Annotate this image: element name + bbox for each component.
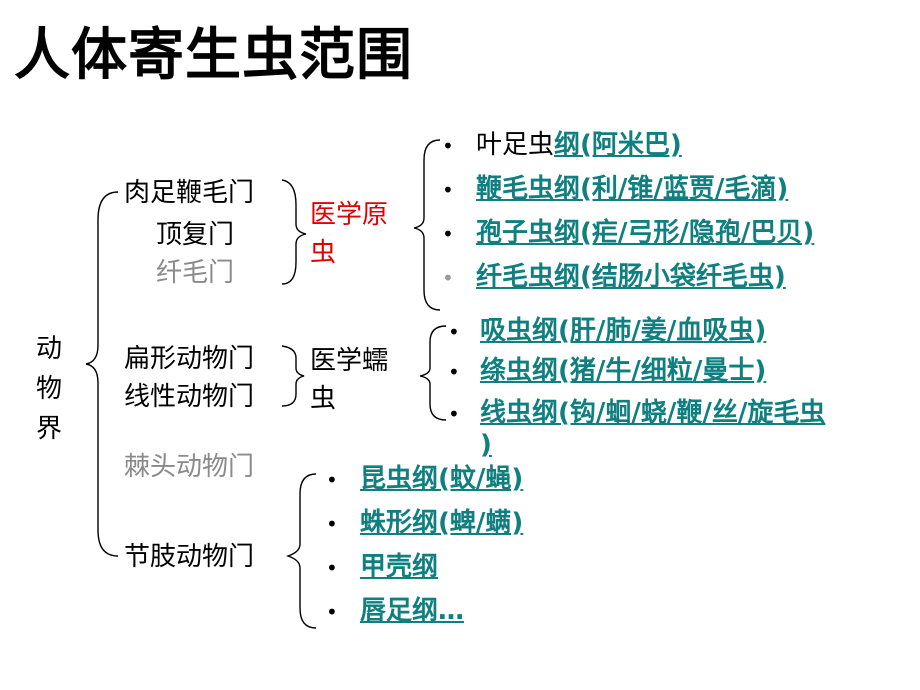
class-link[interactable]: 孢子虫纲(疟/弓形/隐孢/巴贝)	[476, 218, 815, 248]
kingdom-char-3: 界	[36, 414, 63, 444]
phylum-nematoda: 线性动物门	[124, 382, 255, 412]
kingdom-char-2: 物	[36, 374, 63, 404]
class-link[interactable]: 蛛形纲(蜱/螨)	[360, 508, 524, 538]
list-item: 昆虫纲(蚊/蝇)	[360, 462, 523, 496]
phylum-acanthocephala: 棘头动物门	[124, 452, 255, 482]
bullet-icon: •	[442, 134, 454, 158]
group-helminth-line1: 医学蠕	[310, 346, 389, 376]
bullet-icon: •	[442, 222, 454, 246]
phylum-arthropoda: 节肢动物门	[124, 542, 255, 572]
phylum-sarcomastigophora: 肉足鞭毛门	[124, 178, 255, 208]
list-item: 蛛形纲(蜱/螨)	[360, 506, 523, 540]
group-helminth-line2: 虫	[310, 384, 337, 414]
helminth-classes-brace	[419, 325, 447, 421]
bullet-icon: •	[448, 360, 460, 384]
class-link[interactable]: 昆虫纲(蚊/蝇)	[360, 464, 524, 494]
class-link[interactable]: )	[480, 430, 492, 460]
bullet-icon: •	[442, 266, 454, 290]
list-item: 线虫纲(钩/蛔/蛲/鞭/丝/旋毛虫	[480, 396, 825, 430]
class-link[interactable]: 甲壳纲	[360, 552, 439, 582]
class-name-plain: 叶足虫	[476, 130, 555, 160]
group-protozoa-line1: 医学原	[310, 200, 389, 230]
list-item: 吸虫纲(肝/肺/姜/血吸虫)	[480, 314, 766, 348]
bullet-icon: •	[326, 512, 338, 536]
bullet-icon: •	[326, 600, 338, 624]
class-link[interactable]: 唇足纲…	[360, 596, 465, 626]
list-item: 甲壳纲	[360, 550, 438, 584]
list-item: 唇足纲…	[360, 594, 464, 628]
class-link[interactable]: 纲(阿米巴)	[554, 130, 682, 160]
bullet-icon: •	[326, 556, 338, 580]
class-link[interactable]: 鞭毛虫纲(利/锥/蓝贾/毛滴)	[476, 174, 789, 204]
arthropod-classes-brace	[285, 473, 317, 629]
list-item: 鞭毛虫纲(利/锥/蓝贾/毛滴)	[476, 172, 788, 206]
list-item: 纤毛虫纲(结肠小袋纤毛虫)	[476, 260, 786, 294]
bullet-icon: •	[448, 402, 460, 426]
class-link[interactable]: 纤毛虫纲(结肠小袋纤毛虫)	[476, 262, 786, 292]
list-item: 叶足虫纲(阿米巴)	[476, 128, 682, 162]
list-item: 绦虫纲(猪/牛/细粒/曼士)	[480, 354, 766, 388]
list-item-continuation: )	[480, 428, 492, 462]
bullet-icon: •	[448, 320, 460, 344]
class-link[interactable]: 吸虫纲(肝/肺/姜/血吸虫)	[480, 316, 767, 346]
kingdom-brace	[85, 191, 119, 557]
phylum-platyhelminthes: 扁形动物门	[124, 344, 255, 374]
class-link[interactable]: 绦虫纲(猪/牛/细粒/曼士)	[480, 356, 767, 386]
list-item: 孢子虫纲(疟/弓形/隐孢/巴贝)	[476, 216, 814, 250]
phylum-apicomplexa: 顶复门	[156, 220, 235, 250]
helminth-phyla-brace	[281, 345, 305, 407]
bullet-icon: •	[442, 178, 454, 202]
protozoa-classes-brace	[413, 139, 441, 311]
protozoa-phyla-brace	[281, 179, 307, 285]
kingdom-char-1: 动	[36, 334, 63, 364]
group-protozoa-line2: 虫	[310, 238, 337, 268]
class-link[interactable]: 线虫纲(钩/蛔/蛲/鞭/丝/旋毛虫	[480, 398, 826, 428]
page-title: 人体寄生虫范围	[14, 23, 413, 88]
bullet-icon: •	[326, 468, 338, 492]
phylum-ciliophora: 纤毛门	[156, 258, 235, 288]
